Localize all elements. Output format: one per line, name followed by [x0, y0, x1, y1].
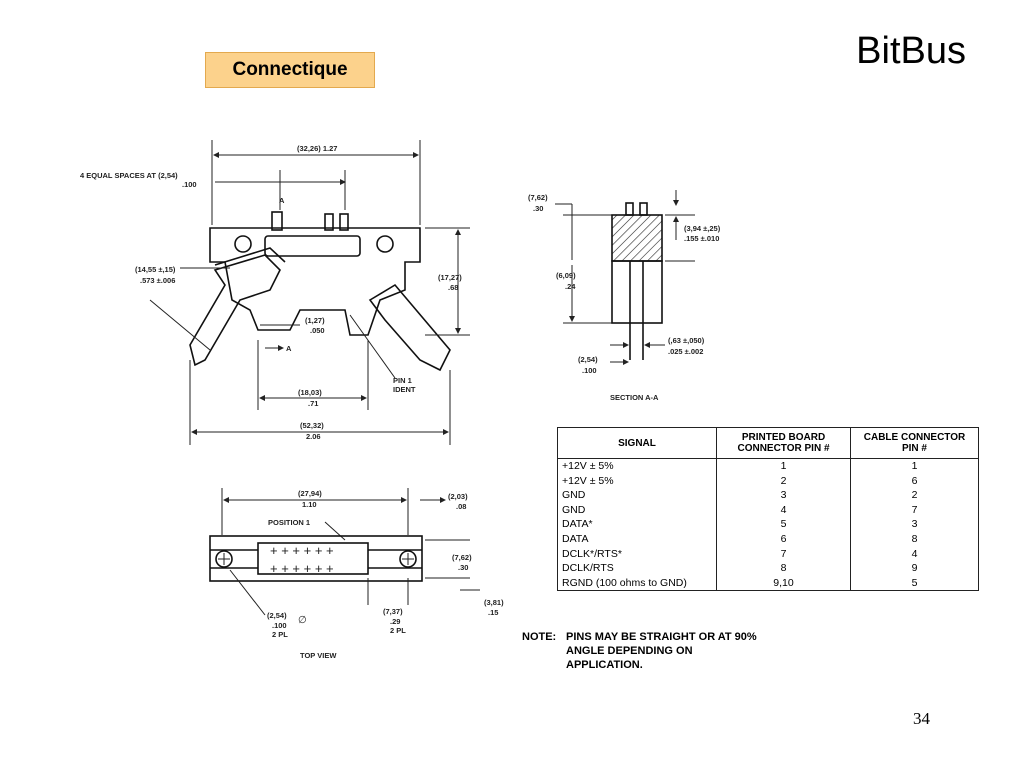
caption-top-view: TOP VIEW: [300, 651, 337, 660]
section-view-drawing: (7,62) .30 (6,09) .24 (3,94 ±,25) .155 ±…: [528, 190, 721, 402]
label-pin1: PIN 1: [393, 376, 412, 385]
section-badge: Connectique: [205, 52, 375, 88]
cell-signal: DATA*: [557, 517, 717, 532]
table-row: DCLK/RTS 8 9: [557, 561, 979, 576]
table-row: DATA* 5 3: [557, 517, 979, 532]
cell-board-pin: 6: [716, 531, 851, 547]
dim-top-hole-in: .100: [272, 621, 287, 630]
header-board-pin: PRINTED BOARD CONNECTOR PIN #: [716, 427, 851, 459]
cell-signal: GND: [557, 488, 717, 503]
table-row: DCLK*/RTS* 7 4: [557, 546, 979, 562]
dim-section-middle-in: .24: [565, 282, 576, 291]
front-view-drawing: (32,26) 1.27 4 EQUAL SPACES AT (2,54) .1…: [80, 140, 470, 445]
header-signal: SIGNAL: [557, 427, 717, 459]
note-label: NOTE:: [522, 631, 557, 643]
slide-title: BitBus: [856, 30, 966, 72]
cell-cable-pin: 7: [850, 502, 979, 518]
table-row: DATA 6 8: [557, 531, 979, 547]
dim-section-pitch-in: .100: [582, 366, 597, 375]
note-text: PINS MAY BE STRAIGHT OR AT 90% ANGLE DEP…: [566, 631, 757, 671]
dim-section-middle: (6,09): [556, 271, 576, 280]
cell-board-pin: 5: [716, 517, 851, 532]
top-view-drawing: (27,94) 1.10 (2,03) .08 POSITION 1 + + +…: [209, 488, 504, 660]
cell-signal: +12V ± 5%: [557, 458, 717, 474]
cell-signal: DCLK/RTS: [557, 561, 717, 576]
dim-top-offset-pl: 2 PL: [390, 626, 406, 635]
dim-top-edge: (3,81): [484, 598, 504, 607]
svg-text:+ + + + + +: + + + + + +: [270, 561, 334, 576]
label-position: POSITION 1: [268, 518, 310, 527]
dim-pitch-in: .050: [310, 326, 325, 335]
table-row: GND 3 2: [557, 488, 979, 503]
dim-section-right: (3,94 ±,25): [684, 224, 721, 233]
table-header-row: SIGNAL PRINTED BOARD CONNECTOR PIN # CAB…: [557, 427, 979, 459]
dim-section-pitch: (2,54): [578, 355, 598, 364]
table-row: +12V ± 5% 2 6: [557, 473, 979, 489]
dim-section-pin: (,63 ±,050): [668, 336, 705, 345]
dim-section-top: (7,62): [528, 193, 548, 202]
label-ident: IDENT: [393, 385, 416, 394]
dim-top-right: (2,03): [448, 492, 468, 501]
cell-cable-pin: 9: [850, 561, 979, 576]
caption-section: SECTION A-A: [610, 393, 659, 402]
dim-pitch: (1,27): [305, 316, 325, 325]
dim-top-right-in: .08: [456, 502, 466, 511]
dim-top-width-in: 1.10: [302, 500, 317, 509]
cell-signal: DCLK*/RTS*: [557, 546, 717, 562]
cell-board-pin: 7: [716, 546, 851, 562]
dim-section-right-in: .155 ±.010: [684, 234, 719, 243]
cell-signal: GND: [557, 502, 717, 518]
cell-board-pin: 3: [716, 488, 851, 503]
dim-overall-bottom: (52,32): [300, 421, 324, 430]
cell-board-pin: 4: [716, 502, 851, 518]
cell-board-pin: 1: [716, 458, 851, 474]
cell-board-pin: 8: [716, 561, 851, 576]
cell-cable-pin: 1: [850, 458, 979, 474]
section-mark-bottom: A: [286, 344, 292, 353]
svg-text:+ + + + + +: + + + + + +: [270, 543, 334, 558]
dim-top-edge-in: .15: [488, 608, 498, 617]
table-row: RGND (100 ohms to GND) 9,10 5: [557, 575, 979, 592]
dim-top-height-in: .30: [458, 563, 468, 572]
svg-text:∅: ∅: [298, 615, 307, 626]
dim-equal-spaces: 4 EQUAL SPACES AT (2,54): [80, 171, 178, 180]
cell-signal: +12V ± 5%: [557, 473, 717, 489]
dim-section-pin-in: .025 ±.002: [668, 347, 703, 356]
dim-top-offset-in: .29: [390, 617, 400, 626]
cell-board-pin: 2: [716, 473, 851, 489]
table-row: GND 4 7: [557, 502, 979, 518]
dim-top-hole: (2,54): [267, 611, 287, 620]
cell-cable-pin: 8: [850, 531, 979, 547]
dim-inner-width-in: .71: [308, 399, 318, 408]
dim-top-height: (7,62): [452, 553, 472, 562]
dim-equal-spaces-in: .100: [182, 180, 197, 189]
cell-board-pin: 9,10: [716, 575, 851, 592]
cell-signal: DATA: [557, 531, 717, 547]
page-number: 34: [913, 709, 930, 728]
table-row: +12V ± 5% 1 1: [557, 458, 979, 474]
dim-height-left-in: .573 ±.006: [140, 276, 175, 285]
dim-inner-width: (18,03): [298, 388, 322, 397]
section-mark-top: A: [279, 196, 285, 205]
dim-top-width: (27,94): [298, 489, 322, 498]
cell-cable-pin: 6: [850, 473, 979, 489]
dim-height-right: (17,27): [438, 273, 462, 282]
dim-overall-bottom-in: 2.06: [306, 432, 321, 441]
cell-cable-pin: 3: [850, 517, 979, 532]
header-cable-pin: CABLE CONNECTOR PIN #: [850, 427, 979, 459]
cell-cable-pin: 5: [850, 575, 979, 592]
dim-height-left: (14,55 ±,15): [135, 265, 176, 274]
note-block: NOTE: PINS MAY BE STRAIGHT OR AT 90% ANGL…: [522, 630, 766, 672]
dim-overall-top: (32,26) 1.27: [297, 144, 337, 153]
dim-top-hole-pl: 2 PL: [272, 630, 288, 639]
pinout-table: SIGNAL PRINTED BOARD CONNECTOR PIN # CAB…: [557, 427, 979, 592]
dim-section-top-in: .30: [533, 204, 543, 213]
cell-signal: RGND (100 ohms to GND): [557, 575, 717, 592]
cell-cable-pin: 4: [850, 546, 979, 562]
dim-height-right-in: .68: [448, 283, 458, 292]
cell-cable-pin: 2: [850, 488, 979, 503]
dim-top-offset: (7,37): [383, 607, 403, 616]
